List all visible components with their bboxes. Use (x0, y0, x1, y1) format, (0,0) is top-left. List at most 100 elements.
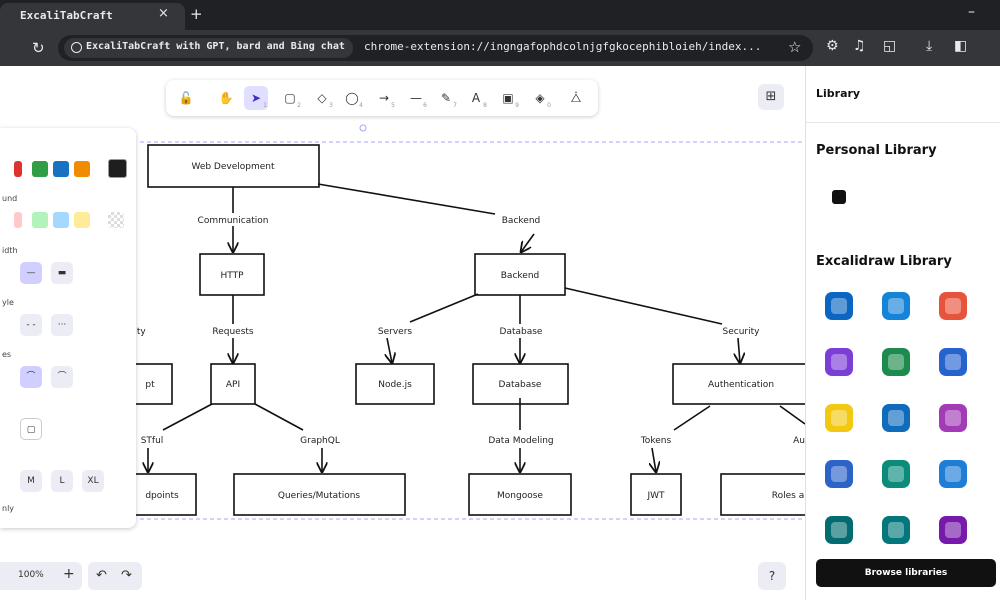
edge-label-requests[interactable]: Requests (212, 327, 254, 337)
node-backend[interactable]: Backend (501, 271, 539, 281)
node-endpoints[interactable]: dpoints (145, 491, 179, 501)
zoom-in-icon[interactable]: + (63, 566, 75, 582)
bg-transparent[interactable] (108, 212, 124, 228)
new-tab-icon[interactable]: + (190, 5, 203, 23)
node-jwt[interactable]: JWT (646, 491, 665, 501)
media-icon[interactable]: ♫ (853, 38, 866, 54)
onenote-icon[interactable] (935, 512, 971, 548)
font-size-l[interactable]: L (51, 470, 73, 492)
edge-label-data-modeling[interactable]: Data Modeling (488, 436, 553, 446)
zoom-level[interactable]: 100% (18, 570, 44, 580)
selection-icon[interactable]: ➤1 (244, 86, 268, 110)
bg-color-blue[interactable] (53, 212, 69, 228)
power-automate-icon[interactable] (878, 400, 914, 436)
power-apps-icon[interactable] (935, 400, 971, 436)
eraser-icon[interactable]: ◈0 (528, 86, 552, 110)
url-text[interactable]: chrome-extension://ingngafophdcolnjgfgko… (364, 40, 762, 53)
reload-icon[interactable]: ↻ (32, 39, 45, 57)
font-size-m[interactable]: M (20, 470, 42, 492)
download-icon[interactable]: ⤓ (926, 38, 933, 54)
stroke-width-bold[interactable]: ▬ (51, 262, 73, 284)
sway-icon[interactable] (878, 456, 914, 492)
hand-icon[interactable]: ✋ (214, 86, 238, 110)
browse-libraries-button[interactable]: Browse libraries (816, 559, 996, 587)
todo-check-icon[interactable] (935, 344, 971, 380)
sharepoint-icon[interactable] (821, 512, 857, 548)
browser-tab[interactable]: ExcaliTabCraft (0, 3, 185, 30)
edge-sharp[interactable]: ⌒ (20, 366, 42, 388)
node-queries-mutations[interactable]: Queries/Mutations (278, 491, 361, 501)
help-icon: ? (768, 569, 776, 583)
arrow-icon[interactable]: →5 (372, 86, 396, 110)
stroke-color-red[interactable] (14, 161, 22, 177)
node-api[interactable]: API (226, 380, 240, 390)
personal-library-item[interactable] (832, 190, 846, 204)
side-panel-icon[interactable]: ◱ (883, 38, 897, 54)
font-size-xl[interactable]: XL (82, 470, 104, 492)
chip-label: ExcaliTabCraft with GPT, bard and Bing c… (86, 41, 345, 52)
extension-puzzle-icon[interactable]: ⚙ (826, 38, 839, 54)
redo-icon[interactable]: ↷ (121, 568, 132, 583)
teams-icon[interactable] (878, 512, 914, 548)
rectangle-icon[interactable]: ▢2 (278, 86, 302, 110)
bg-color-red[interactable] (14, 212, 22, 228)
node-authentication[interactable]: Authentication (708, 380, 774, 390)
edge-label-tokens[interactable]: Tokens (640, 436, 672, 446)
drawing-canvas[interactable]: Web Development Communication Backend HT… (0, 66, 805, 600)
undo-icon[interactable]: ↶ (96, 568, 107, 583)
stroke-width-thin[interactable]: — (20, 262, 42, 284)
planner-icon[interactable] (878, 344, 914, 380)
minimize-icon[interactable]: – (968, 4, 975, 20)
line-icon[interactable]: —6 (404, 86, 428, 110)
stroke-style-dashed[interactable]: - - (20, 314, 42, 336)
node-roles[interactable]: Roles a (772, 491, 804, 501)
diamond-icon[interactable]: ◇3 (310, 86, 334, 110)
edge-label-right-cut[interactable]: Au (793, 436, 805, 446)
help-button[interactable]: ? (758, 562, 786, 590)
onedrive-icon[interactable] (878, 288, 914, 324)
node-nodejs[interactable]: Node.js (378, 380, 412, 390)
site-info-chip[interactable]: ExcaliTabCraft with GPT, bard and Bing c… (64, 38, 353, 58)
stroke-style-dotted[interactable]: ··· (51, 314, 73, 336)
node-http[interactable]: HTTP (220, 271, 244, 281)
edge-label-graphql[interactable]: GraphQL (300, 436, 340, 446)
edge-label-left-cut[interactable]: ity (134, 327, 146, 337)
image-icon[interactable]: ▣9 (496, 86, 520, 110)
viva-engage-icon[interactable] (821, 456, 857, 492)
ellipse-icon[interactable]: ◯4 (340, 86, 364, 110)
arrowhead-icon[interactable]: ▢ (20, 418, 42, 440)
node-web-development[interactable]: Web Development (191, 162, 275, 172)
loop-icon[interactable] (821, 344, 857, 380)
node-database[interactable]: Database (499, 380, 542, 390)
edge-round[interactable]: ⌒ (51, 366, 73, 388)
bg-color-yellow[interactable] (74, 212, 90, 228)
linkedin-icon[interactable] (821, 288, 857, 324)
edge-icon[interactable] (935, 456, 971, 492)
power-bi-icon[interactable] (821, 400, 857, 436)
shapes-icon[interactable]: ⧊ (564, 86, 588, 110)
edge-label-backend[interactable]: Backend (502, 216, 540, 226)
edge-label-restful[interactable]: STful (141, 436, 164, 446)
pencil-icon[interactable]: ✎7 (434, 86, 458, 110)
edge-label-communication[interactable]: Communication (198, 216, 269, 226)
omnibox[interactable]: ExcaliTabCraft with GPT, bard and Bing c… (58, 35, 813, 61)
split-view-icon[interactable]: ◧ (954, 38, 968, 54)
library-toggle-button[interactable]: ⊞ (758, 84, 784, 110)
node-left-box[interactable]: pt (145, 380, 155, 390)
bookmark-star-icon[interactable]: ☆ (788, 38, 802, 56)
library-sidebar: Library Personal Library Excalidraw Libr… (805, 66, 1000, 600)
edge-label-servers[interactable]: Servers (378, 327, 413, 337)
edge-label-database[interactable]: Database (500, 327, 543, 337)
node-mongoose[interactable]: Mongoose (497, 491, 543, 501)
tab-close-icon[interactable]: × (158, 6, 169, 21)
stroke-color-orange[interactable] (74, 161, 90, 177)
bg-color-green[interactable] (32, 212, 48, 228)
stroke-color-blue[interactable] (53, 161, 69, 177)
stroke-color-green[interactable] (32, 161, 48, 177)
stacked-layers-icon[interactable] (935, 288, 971, 324)
lock-icon[interactable]: 🔓 (174, 86, 198, 110)
current-stroke-color[interactable] (108, 159, 127, 178)
edge-label-security[interactable]: Security (723, 327, 761, 337)
